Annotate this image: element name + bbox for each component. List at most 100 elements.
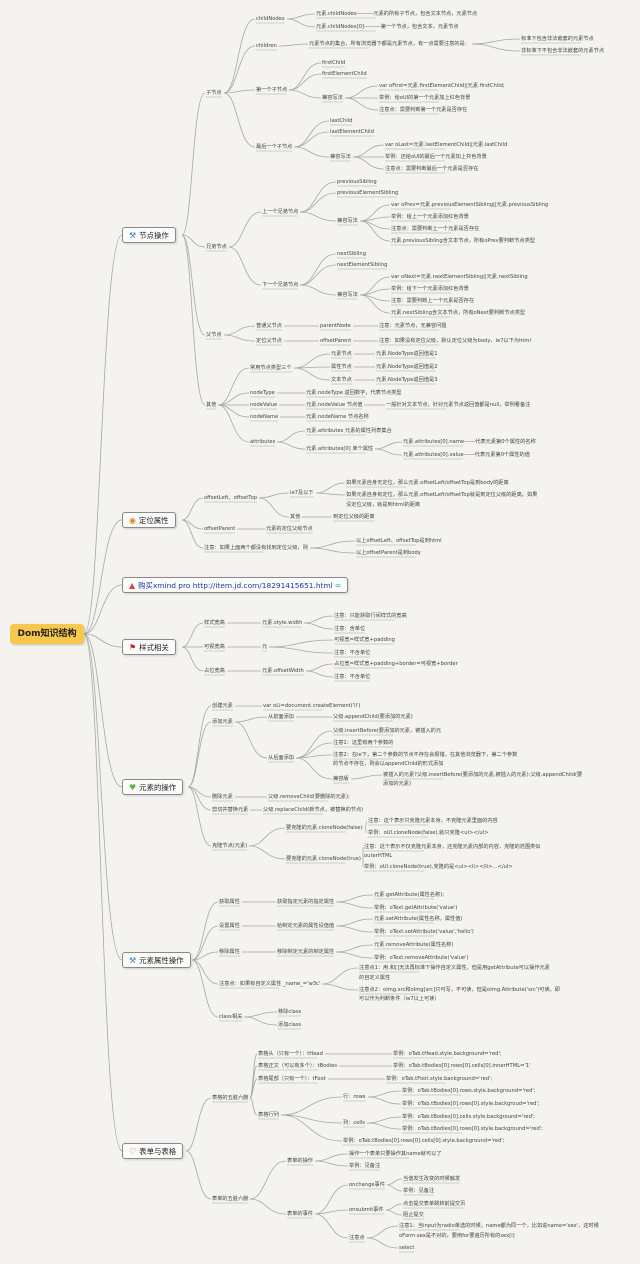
topic-g21[interactable]: onchange事件 bbox=[349, 1182, 385, 1188]
topic-a56[interactable]: 元素.nodeType 返回数字，代表节点类型 bbox=[306, 390, 402, 396]
topic-c11[interactable]: 以上offsetLeft、offsetTop是到html bbox=[356, 538, 442, 544]
topic-a4[interactable]: 元素.childNodes[0]---------第一个节点，包含文本，元素节点 bbox=[316, 24, 459, 30]
branch-buy-link[interactable]: ▲购买xmind pro http://item.jd.com/18291415… bbox=[122, 577, 349, 593]
topic-g14[interactable]: 举例：oTab.tBodies[0].rows[0].style.backgro… bbox=[402, 1126, 543, 1132]
topic-a34[interactable]: nextElementSibling bbox=[337, 262, 388, 268]
topic-e1[interactable]: 创建元素 bbox=[212, 703, 233, 709]
topic-a46[interactable]: 注意：如果没有定位父级，默认定位父级为body，ie7以下为html bbox=[379, 338, 531, 344]
topic-e12[interactable]: 被插入的元素?父级.insertBefore(要添加的元素,被插入的元素):父级… bbox=[383, 772, 583, 778]
topic-a26[interactable]: previousElementSibling bbox=[337, 190, 399, 196]
topic-a54[interactable]: 元素.NodeType返回值是3 bbox=[376, 377, 438, 383]
topic-c12[interactable]: 以上offsetParent是到body bbox=[356, 550, 421, 556]
topic-c7[interactable]: 到定位父级的距离 bbox=[333, 514, 375, 520]
topic-g17[interactable]: 表单的操作 bbox=[287, 1158, 313, 1164]
topic-f20[interactable]: 添加class bbox=[278, 1022, 302, 1028]
topic-a32[interactable]: 下一个兄弟节点 bbox=[262, 282, 299, 288]
topic-a18[interactable]: lastElementChild bbox=[330, 129, 374, 135]
topic-g1[interactable]: 表格的五脏六腑 bbox=[212, 1095, 249, 1101]
topic-c9[interactable]: 元素的定位父级节点 bbox=[266, 526, 313, 532]
topic-a27[interactable]: 兼容写法 bbox=[337, 218, 358, 224]
topic-d12[interactable]: 注意：不含单位 bbox=[334, 674, 371, 680]
topic-e17[interactable]: 父级.replaceChild(新节点，被替换的节点) bbox=[263, 807, 364, 813]
topic-e7[interactable]: 父级.insertBefore(要添加的元素，被插入的元 bbox=[333, 728, 442, 734]
topic-g24[interactable]: onsubmit事件 bbox=[349, 1207, 384, 1213]
topic-e15[interactable]: 父级.removeChild(要删除的元素); bbox=[268, 794, 350, 800]
topic-f7[interactable]: 元素.setAttribute(属性名称，属性值) bbox=[374, 916, 463, 922]
topic-a31[interactable]: 元素.previousSibling含文本节点，所有oPrev要判断节点类型 bbox=[391, 238, 535, 244]
branch-positioning[interactable]: ◉定位属性 bbox=[122, 512, 176, 528]
topic-a47[interactable]: 其他 bbox=[206, 402, 217, 408]
topic-g27[interactable]: 注意点 bbox=[349, 1235, 365, 1241]
topic-a65[interactable]: 元素.attributes[0].name------代表元素第0个属性的名称 bbox=[403, 439, 536, 445]
topic-a1[interactable]: 子节点 bbox=[206, 90, 222, 96]
topic-a53[interactable]: 文本节点 bbox=[331, 377, 352, 383]
topic-f15[interactable]: 的自定义属性 bbox=[359, 975, 391, 981]
topic-a24[interactable]: 上一个兄弟节点 bbox=[262, 209, 299, 215]
topic-a59[interactable]: 一般针对文本节点，针对元素节点返回值都是null，举例看备注 bbox=[386, 402, 531, 408]
topic-a45[interactable]: offsetParent bbox=[320, 338, 352, 344]
topic-e23[interactable]: 注意：这个表示不仅克隆元素本身，还克隆元素内部的内容，克隆的范围类似 bbox=[364, 844, 541, 850]
topic-g11[interactable]: 举例：oTab.tBodies[0].rows[0].style.backgro… bbox=[402, 1101, 540, 1107]
topic-f11[interactable]: 元素.removeAttribute(属性名称) bbox=[374, 942, 454, 948]
topic-g5[interactable]: 举例：oTab.tBodies[0].rows[0].cells[0].inne… bbox=[393, 1063, 531, 1069]
topic-a40[interactable]: 父节点 bbox=[206, 332, 222, 338]
topic-g29[interactable]: oForm.sex是不对的，要用for要遍历所有的sex[i] bbox=[399, 1233, 515, 1239]
topic-a66[interactable]: 元素.attributes[0].value------代表元素第0个属性的值 bbox=[403, 452, 530, 458]
topic-f10[interactable]: 移除制定元素的制定属性 bbox=[277, 949, 335, 955]
topic-g12[interactable]: 列：cells bbox=[343, 1120, 366, 1126]
topic-d10[interactable]: 元素.offsetWidth bbox=[262, 668, 304, 674]
topic-c3[interactable]: 如果元素自身无定位，那么元素.offsetLeft/offsetTop是到bod… bbox=[346, 480, 509, 486]
root-node[interactable]: Dom知识结构 bbox=[10, 624, 84, 644]
topic-g20[interactable]: 表单的事件 bbox=[287, 1211, 313, 1217]
topic-a50[interactable]: 元素.NodeType返回值是1 bbox=[376, 351, 438, 357]
topic-e16[interactable]: 剪切并替换元素 bbox=[212, 807, 249, 813]
topic-g23[interactable]: 举例：见备注 bbox=[403, 1188, 435, 1194]
branch-node-operations[interactable]: ⚒节点操作 bbox=[122, 227, 176, 243]
topic-a21[interactable]: 举例：还给oUl的最后一个元素加上共色背景 bbox=[385, 154, 487, 160]
topic-f2[interactable]: 获取指定元素的指定属性 bbox=[277, 899, 335, 905]
topic-a61[interactable]: 元素.nodeName 节点名称 bbox=[306, 414, 369, 420]
topic-d2[interactable]: 元素.style.width bbox=[262, 620, 303, 626]
topic-g13[interactable]: 举例：oTab.tBodies[0].cells.style.backgroun… bbox=[402, 1114, 536, 1120]
topic-f1[interactable]: 获取属性 bbox=[219, 899, 240, 905]
topic-e13[interactable]: 添加的元素) bbox=[383, 781, 411, 787]
topic-a42[interactable]: parentNode bbox=[320, 323, 351, 329]
topic-a10[interactable]: firstChild bbox=[322, 60, 346, 66]
topic-a37[interactable]: 举例：给下一个元素添加红色背景 bbox=[391, 286, 469, 292]
topic-a43[interactable]: 注意：元素节点，无兼容问题 bbox=[379, 323, 447, 329]
topic-e20[interactable]: 注意：这个表示只克隆元素本身，不克隆元素里面的内容 bbox=[368, 818, 498, 824]
topic-a7[interactable]: 标准下包含非法嵌套的元素节点 bbox=[521, 36, 594, 42]
topic-c1[interactable]: offsetLeft、offsetTop bbox=[204, 495, 258, 501]
topic-a25[interactable]: previousSibling bbox=[337, 179, 377, 185]
topic-g19[interactable]: 举例：见备注 bbox=[349, 1163, 381, 1169]
topic-a3[interactable]: 元素.childNodes---------元素的所有子节点，包含文本节点，元素… bbox=[316, 11, 478, 17]
topic-a41[interactable]: 普通父节点 bbox=[256, 323, 282, 329]
topic-d1[interactable]: 样式宽高 bbox=[204, 620, 225, 626]
topic-a58[interactable]: 元素.nodeValue 节点值 bbox=[306, 402, 363, 408]
topic-f3[interactable]: 元素.getAttribute(属性名称); bbox=[374, 892, 444, 898]
topic-e10[interactable]: 的节点不存在，则会以appendChild的形式添加 bbox=[333, 761, 444, 767]
topic-a14[interactable]: 举例：给oUl的第一个元素加上红色背景 bbox=[379, 95, 471, 101]
topic-d8[interactable]: 注意：不含单位 bbox=[334, 650, 371, 656]
topic-a51[interactable]: 属性节点 bbox=[331, 364, 352, 370]
topic-f14[interactable]: 注意点1：用.和[]无法再标准下操作自定义属性，但是用getAttribute可… bbox=[359, 965, 550, 971]
topic-a13[interactable]: var oFirst=元素.firstElementChild||元素.firs… bbox=[379, 83, 505, 89]
topic-a15[interactable]: 注意点：需要判断第一个元素是否存在 bbox=[379, 107, 468, 113]
topic-g10[interactable]: 举例：oTab.tBodies[0].rows.style.background… bbox=[402, 1088, 536, 1094]
topic-a33[interactable]: nextSibling bbox=[337, 251, 366, 257]
branch-attr-ops[interactable]: ⚒元素属性操作 bbox=[122, 952, 191, 968]
topic-c8[interactable]: offsetParent bbox=[204, 526, 236, 532]
topic-a9[interactable]: 第一个子节点 bbox=[256, 87, 288, 93]
topic-a8[interactable]: 非标准下不包含非法嵌套的元素节点 bbox=[521, 48, 605, 54]
topic-f5[interactable]: 设置属性 bbox=[219, 923, 240, 929]
topic-f12[interactable]: 举例：oText.removeAttribute('value') bbox=[374, 955, 469, 961]
topic-d6[interactable]: 元 bbox=[262, 644, 268, 650]
topic-g26[interactable]: 阻止提交 bbox=[403, 1212, 424, 1218]
topic-e6[interactable]: 从后面添加 bbox=[268, 755, 294, 761]
topic-f19[interactable]: 移除class bbox=[278, 1009, 302, 1015]
topic-d3[interactable]: 注意：只能获取行间样式的宽高 bbox=[334, 613, 407, 619]
topic-a49[interactable]: 元素节点 bbox=[331, 351, 352, 357]
topic-g15[interactable]: 举例：oTab.tBodies[0].rows[0].cells[0].styl… bbox=[343, 1138, 505, 1144]
topic-e19[interactable]: 要克隆的元素.cloneNode(false) bbox=[286, 825, 363, 831]
topic-e25[interactable]: 举例：oUl.cloneNode(true),克隆的是<ul><li></li>… bbox=[364, 864, 513, 870]
